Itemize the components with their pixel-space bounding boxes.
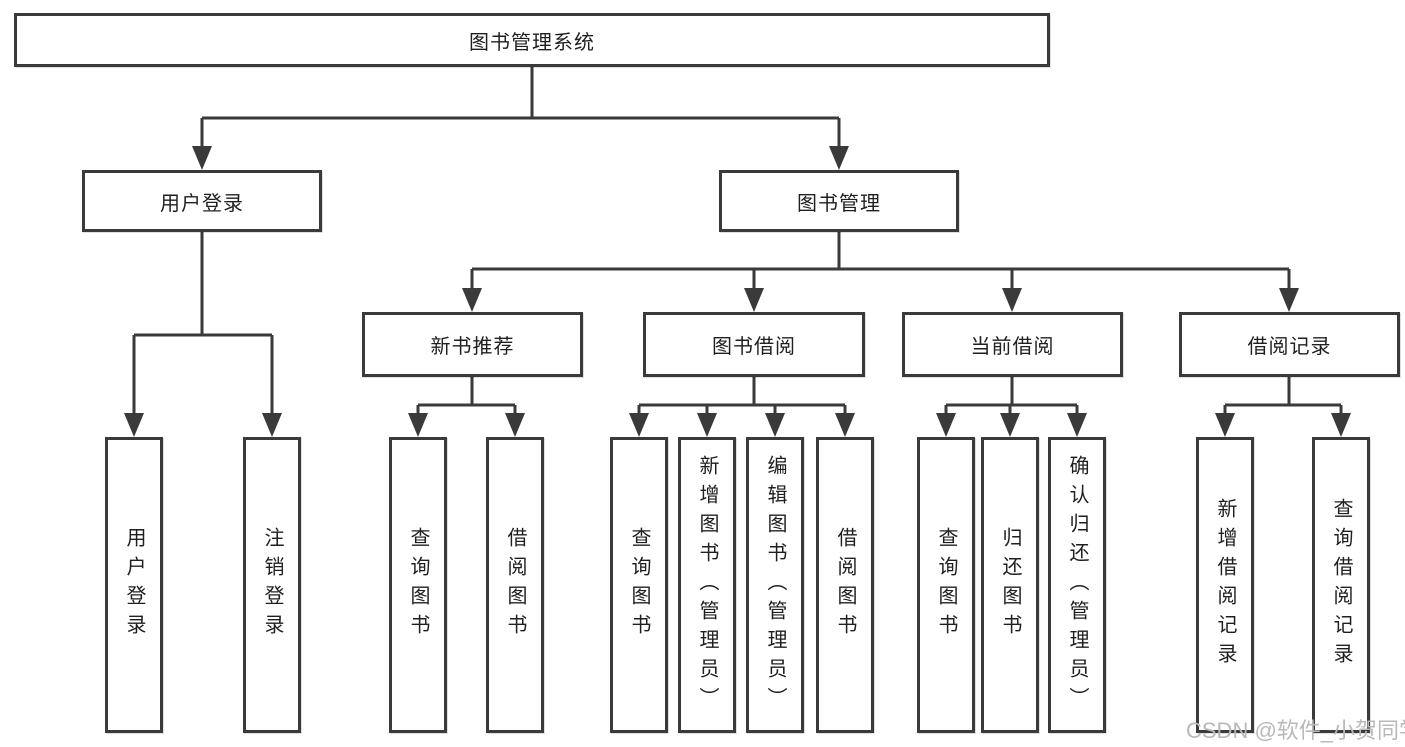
leaf-logout: 注销登录 xyxy=(243,437,301,733)
leaf-borrow-books: 借阅图书 xyxy=(816,437,874,733)
branch-user-login-label: 用户登录 xyxy=(160,192,244,215)
leaf-query-borrow-record: 查询借阅记录 xyxy=(1312,437,1370,733)
leaf-confirm-return-admin-label: 确认归还（管理员） xyxy=(1066,454,1088,716)
leaf-add-borrow-record: 新增借阅记录 xyxy=(1196,437,1254,733)
leaf-query-books-recommend-label: 查询图书 xyxy=(407,527,429,643)
root-node-label: 图书管理系统 xyxy=(469,31,595,54)
group-new-book-recommend-label: 新书推荐 xyxy=(430,336,515,358)
leaf-query-books-current: 查询图书 xyxy=(917,437,975,733)
group-current-borrow: 当前借阅 xyxy=(902,312,1123,377)
group-book-borrow-label: 图书借阅 xyxy=(712,336,796,358)
leaf-confirm-return-admin: 确认归还（管理员） xyxy=(1048,437,1106,733)
leaf-user-login: 用户登录 xyxy=(105,437,163,733)
leaf-return-books-label: 归还图书 xyxy=(999,527,1021,643)
leaf-user-login-label: 用户登录 xyxy=(123,527,145,643)
leaf-query-books-recommend: 查询图书 xyxy=(389,437,447,733)
branch-user-login: 用户登录 xyxy=(82,170,322,232)
leaf-edit-book-admin: 编辑图书（管理员） xyxy=(746,437,804,733)
arrowheads xyxy=(124,146,1351,437)
csdn-watermark: CSDN @软件_小贺同学 xyxy=(1186,718,1405,743)
branch-book-management: 图书管理 xyxy=(719,170,959,232)
leaf-add-borrow-record-label: 新增借阅记录 xyxy=(1214,498,1236,672)
leaf-query-books-current-label: 查询图书 xyxy=(935,527,957,643)
leaf-edit-book-admin-label: 编辑图书（管理员） xyxy=(764,454,786,716)
group-book-borrow: 图书借阅 xyxy=(643,312,865,377)
leaf-logout-label: 注销登录 xyxy=(261,527,283,643)
leaf-query-books-borrow: 查询图书 xyxy=(610,437,668,733)
group-new-book-recommend: 新书推荐 xyxy=(362,312,583,377)
branch-book-management-label: 图书管理 xyxy=(797,192,881,215)
group-borrow-records: 借阅记录 xyxy=(1179,312,1400,377)
leaf-query-borrow-record-label: 查询借阅记录 xyxy=(1330,498,1352,672)
group-current-borrow-label: 当前借阅 xyxy=(970,336,1055,358)
root-node: 图书管理系统 xyxy=(14,13,1050,67)
leaf-borrow-books-label: 借阅图书 xyxy=(834,527,856,643)
leaf-add-book-admin: 新增图书（管理员） xyxy=(678,437,736,733)
group-borrow-records-label: 借阅记录 xyxy=(1247,336,1332,358)
leaf-return-books: 归还图书 xyxy=(981,437,1039,733)
leaf-borrow-books-recommend: 借阅图书 xyxy=(486,437,544,733)
leaf-borrow-books-recommend-label: 借阅图书 xyxy=(504,527,526,643)
leaf-query-books-borrow-label: 查询图书 xyxy=(628,527,650,643)
leaf-add-book-admin-label: 新增图书（管理员） xyxy=(696,454,718,716)
